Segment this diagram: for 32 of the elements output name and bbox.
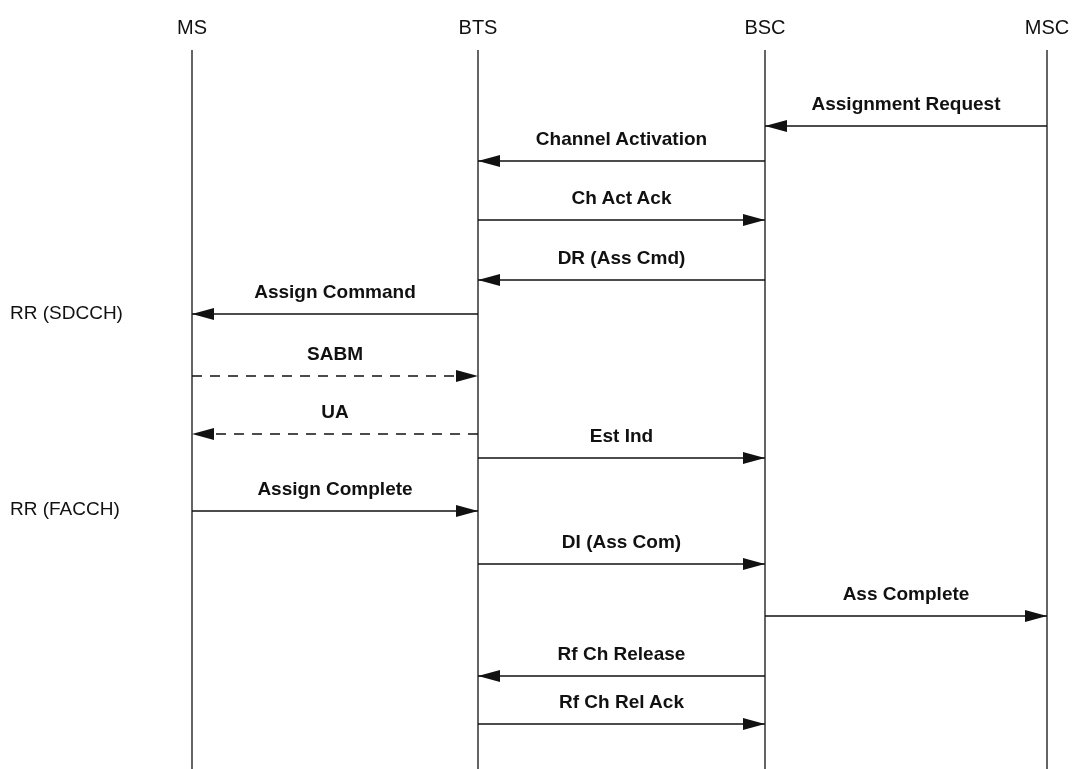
message-arrow [191,370,479,382]
message-label: Assignment Request [811,93,1001,115]
message-arrow [477,558,766,570]
message-label: Assign Complete [257,478,413,500]
lifeline-label: MSC [1023,16,1071,39]
message-label: Ch Act Ack [571,187,672,209]
lifeline-label: MS [176,16,208,39]
message-arrow [477,155,766,167]
channel-note: RR (FACCH) [10,498,120,520]
message-arrow [477,274,766,286]
message-label: Rf Ch Release [557,643,686,665]
message-arrow [477,718,766,730]
message-label: Channel Activation [535,128,708,150]
message-label: Rf Ch Rel Ack [559,691,684,713]
message-label: DR (Ass Cmd) [557,247,686,269]
message-arrow [191,308,479,320]
message-label: Est Ind [589,425,654,447]
message-label: UA [321,401,349,423]
message-arrow [477,452,766,464]
message-arrow [764,610,1048,622]
message-label: SABM [307,343,363,365]
message-arrow [191,428,479,440]
message-arrow [477,214,766,226]
lifeline-label: BTS [457,16,499,39]
channel-note: RR (SDCCH) [10,302,123,324]
message-arrow [764,120,1048,132]
message-label: Ass Complete [842,583,970,605]
message-label: DI (Ass Com) [561,531,682,553]
message-arrow [477,670,766,682]
lifeline-label: BSC [743,16,787,39]
message-arrow [191,505,479,517]
message-label: Assign Command [254,281,416,303]
